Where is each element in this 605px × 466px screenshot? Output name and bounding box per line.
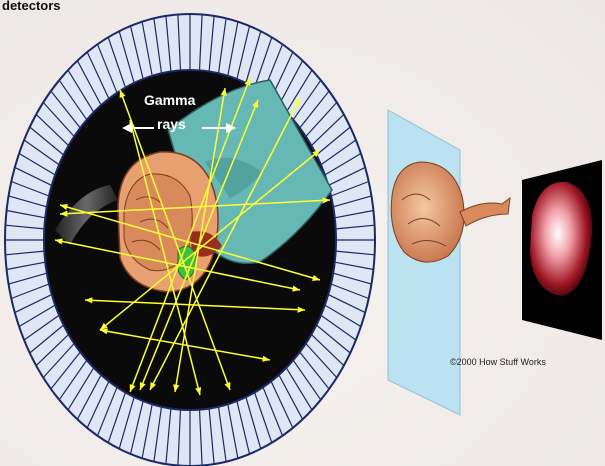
detectors-label: detectors <box>2 0 61 13</box>
gamma-label: Gamma <box>144 92 195 108</box>
copyright-label: ©2000 How Stuff Works <box>450 357 546 367</box>
rays-label: rays <box>157 116 186 132</box>
pet-scan-image <box>522 160 602 340</box>
projection-plane <box>388 110 460 415</box>
